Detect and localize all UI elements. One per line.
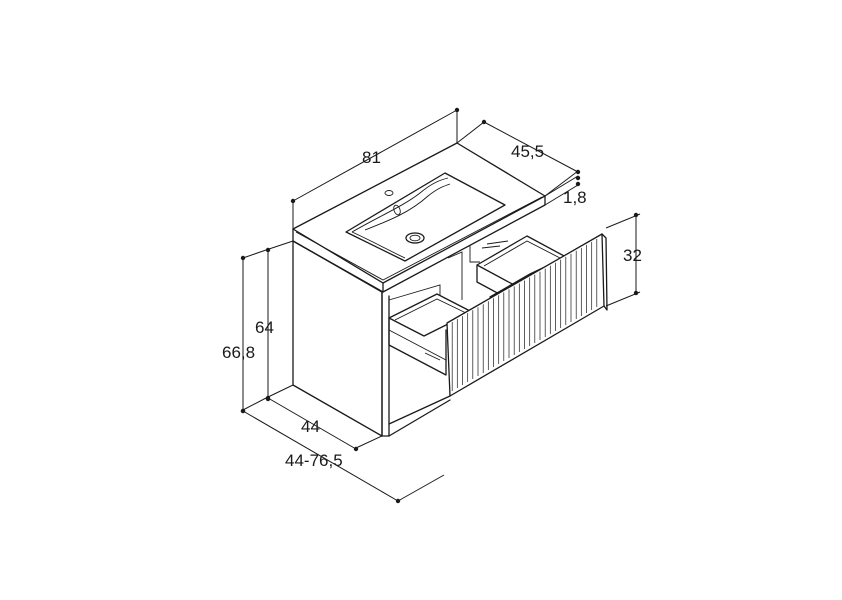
tap-hole-icon xyxy=(384,190,394,196)
drain-icon xyxy=(405,232,425,244)
cabinet-depth-label: 44 xyxy=(301,417,320,436)
dimension-lines xyxy=(240,107,641,504)
total-height-label: 66,8 xyxy=(222,343,255,362)
top-thickness-label: 1,8 xyxy=(563,188,587,207)
width-label: 81 xyxy=(362,148,381,167)
basin-opening xyxy=(345,172,506,262)
depth-label: 45,5 xyxy=(511,142,544,161)
panel-flutes xyxy=(451,239,598,391)
fluted-front-panel xyxy=(446,233,608,397)
depth-with-drawer-label: 44-76,5 xyxy=(285,451,343,470)
overflow-icon xyxy=(393,204,401,216)
dimension-labels: 81 45,5 1,8 32 64 66,8 44 44-76,5 xyxy=(222,142,642,470)
cabinet-height-label: 64 xyxy=(255,318,274,337)
drawer-height-label: 32 xyxy=(623,246,642,265)
